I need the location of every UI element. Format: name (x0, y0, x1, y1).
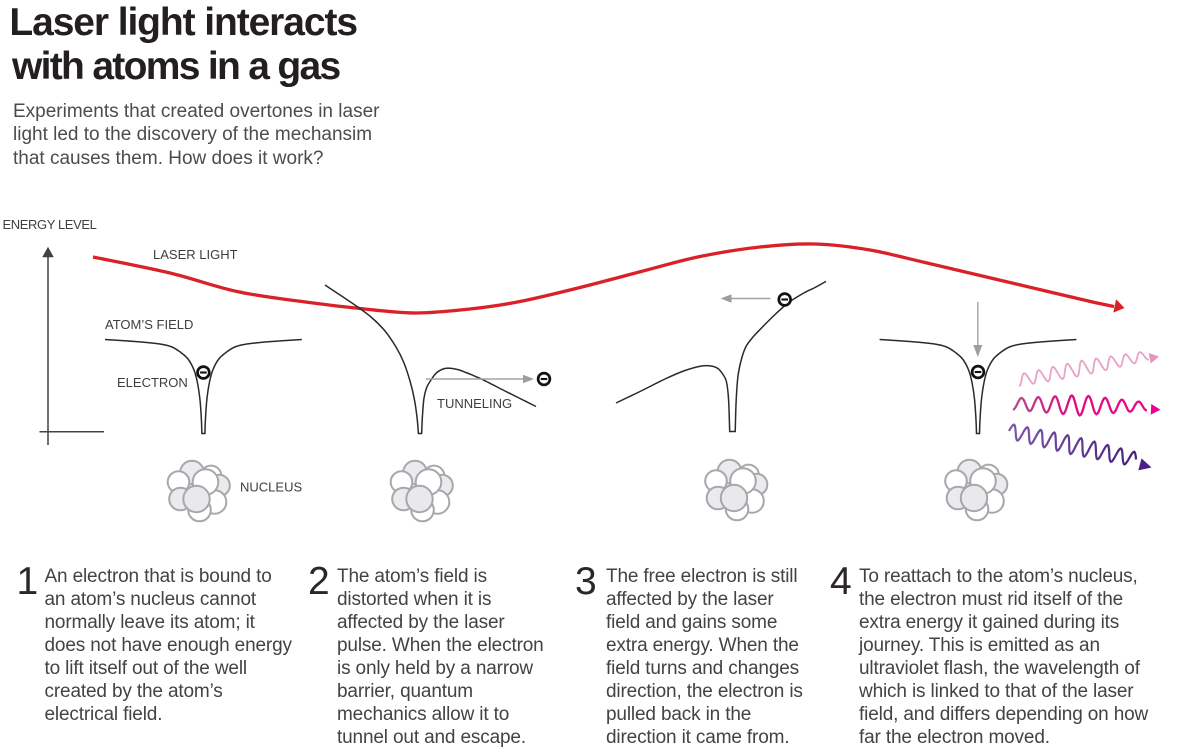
svg-text:ATOM’S FIELD: ATOM’S FIELD (105, 317, 193, 332)
svg-text:TUNNELING: TUNNELING (437, 396, 512, 411)
svg-text:NUCLEUS: NUCLEUS (240, 480, 302, 495)
svg-text:LASER LIGHT: LASER LIGHT (153, 247, 238, 262)
svg-text:ELECTRON: ELECTRON (117, 375, 188, 390)
svg-text:ENERGY LEVEL: ENERGY LEVEL (3, 217, 97, 232)
